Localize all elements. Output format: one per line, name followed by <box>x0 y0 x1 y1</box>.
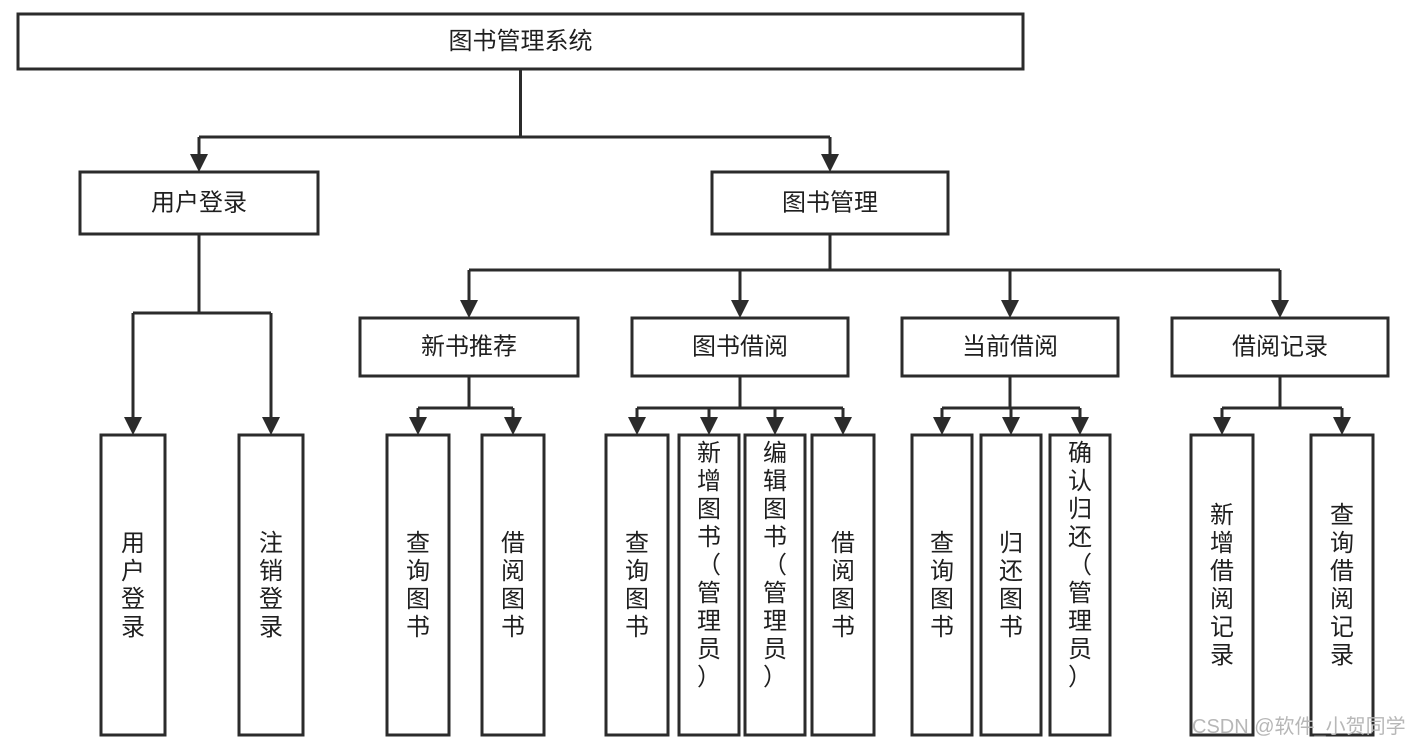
node-leaf-return-book-label: 归还图书 <box>999 530 1023 641</box>
arrow-head-icon <box>504 417 522 435</box>
node-leaf-add-book-label: 新增图书（管理员） <box>697 440 721 691</box>
node-new-book-recommend[interactable]: 新书推荐 <box>358 316 580 378</box>
node-borrow-record-box[interactable] <box>1170 316 1390 378</box>
node-root-box[interactable] <box>16 12 1025 71</box>
node-leaf-query-book-3-label: 查询图书 <box>930 530 954 641</box>
connectors-layer <box>124 69 1351 435</box>
node-root-label: 图书管理系统 <box>449 28 593 55</box>
node-leaf-confirm-return-label: 确认归还（管理员） <box>1068 440 1092 691</box>
node-leaf-borrow-book-1-label: 借阅图书 <box>501 530 525 641</box>
node-leaf-user-logout-label: 注销登录 <box>259 530 283 641</box>
arrow-head-icon <box>262 417 280 435</box>
arrow-head-icon <box>409 417 427 435</box>
node-leaf-borrow-book-2[interactable]: 借阅图书 <box>810 433 876 737</box>
node-leaf-return-book-box[interactable] <box>979 433 1043 737</box>
node-user-login-label: 用户登录 <box>151 189 247 216</box>
node-leaf-query-book-3[interactable]: 查询图书 <box>910 433 974 737</box>
node-current-borrow-box[interactable] <box>900 316 1120 378</box>
arrow-head-icon <box>1002 417 1020 435</box>
node-leaf-user-login[interactable]: 用户登录 <box>99 433 167 737</box>
arrow-head-icon <box>700 417 718 435</box>
node-leaf-add-book-box[interactable] <box>677 433 741 737</box>
node-leaf-add-record-box[interactable] <box>1189 433 1255 737</box>
node-leaf-user-logout-box[interactable] <box>237 433 305 737</box>
node-leaf-confirm-return-box[interactable] <box>1048 433 1112 737</box>
arrow-head-icon <box>1271 300 1289 318</box>
node-leaf-add-record[interactable]: 新增借阅记录 <box>1189 433 1255 737</box>
watermark-label: CSDN @软件_小贺同学 <box>1192 715 1405 738</box>
node-leaf-add-book[interactable]: 新增图书（管理员） <box>677 433 741 737</box>
node-leaf-query-book-1[interactable]: 查询图书 <box>385 433 451 737</box>
node-book-manage[interactable]: 图书管理 <box>710 170 950 236</box>
node-leaf-query-record-box[interactable] <box>1309 433 1375 737</box>
node-leaf-query-record-label: 查询借阅记录 <box>1330 502 1354 669</box>
arrow-head-icon <box>1213 417 1231 435</box>
node-borrow-record-label: 借阅记录 <box>1232 333 1328 360</box>
node-leaf-query-book-2-box[interactable] <box>604 433 670 737</box>
arrow-head-icon <box>1333 417 1351 435</box>
node-leaf-user-logout[interactable]: 注销登录 <box>237 433 305 737</box>
nodes-layer: 图书管理系统用户登录图书管理新书推荐图书借阅当前借阅借阅记录用户登录注销登录查询… <box>16 12 1390 737</box>
node-leaf-add-record-label: 新增借阅记录 <box>1210 502 1234 669</box>
node-new-book-recommend-label: 新书推荐 <box>421 333 517 360</box>
node-book-borrow-label: 图书借阅 <box>692 333 788 360</box>
node-leaf-return-book[interactable]: 归还图书 <box>979 433 1043 737</box>
arrow-head-icon <box>1001 300 1019 318</box>
node-root[interactable]: 图书管理系统 <box>16 12 1025 71</box>
node-leaf-user-login-box[interactable] <box>99 433 167 737</box>
arrow-head-icon <box>731 300 749 318</box>
node-leaf-query-book-3-box[interactable] <box>910 433 974 737</box>
node-borrow-record[interactable]: 借阅记录 <box>1170 316 1390 378</box>
node-leaf-edit-book-box[interactable] <box>743 433 807 737</box>
node-new-book-recommend-box[interactable] <box>358 316 580 378</box>
node-user-login-box[interactable] <box>78 170 320 236</box>
arrow-head-icon <box>1071 417 1089 435</box>
node-leaf-user-login-label: 用户登录 <box>121 530 145 641</box>
node-leaf-query-book-2-label: 查询图书 <box>625 530 649 641</box>
arrow-head-icon <box>766 417 784 435</box>
arrow-head-icon <box>190 154 208 172</box>
node-leaf-query-book-1-label: 查询图书 <box>406 530 430 641</box>
node-leaf-borrow-book-1[interactable]: 借阅图书 <box>480 433 546 737</box>
node-book-borrow[interactable]: 图书借阅 <box>630 316 850 378</box>
node-book-manage-box[interactable] <box>710 170 950 236</box>
node-current-borrow[interactable]: 当前借阅 <box>900 316 1120 378</box>
node-leaf-query-record[interactable]: 查询借阅记录 <box>1309 433 1375 737</box>
arrow-head-icon <box>628 417 646 435</box>
node-book-manage-label: 图书管理 <box>782 189 878 216</box>
arrow-head-icon <box>834 417 852 435</box>
node-leaf-borrow-book-2-box[interactable] <box>810 433 876 737</box>
arrow-head-icon <box>460 300 478 318</box>
node-leaf-borrow-book-2-label: 借阅图书 <box>831 530 855 641</box>
node-book-borrow-box[interactable] <box>630 316 850 378</box>
node-current-borrow-label: 当前借阅 <box>962 333 1058 360</box>
arrow-head-icon <box>124 417 142 435</box>
node-leaf-query-book-2[interactable]: 查询图书 <box>604 433 670 737</box>
node-leaf-edit-book-label: 编辑图书（管理员） <box>763 440 787 691</box>
node-leaf-query-book-1-box[interactable] <box>385 433 451 737</box>
node-leaf-confirm-return[interactable]: 确认归还（管理员） <box>1048 433 1112 737</box>
node-leaf-borrow-book-1-box[interactable] <box>480 433 546 737</box>
node-leaf-edit-book[interactable]: 编辑图书（管理员） <box>743 433 807 737</box>
arrow-head-icon <box>821 154 839 172</box>
arrow-head-icon <box>933 417 951 435</box>
node-user-login[interactable]: 用户登录 <box>78 170 320 236</box>
